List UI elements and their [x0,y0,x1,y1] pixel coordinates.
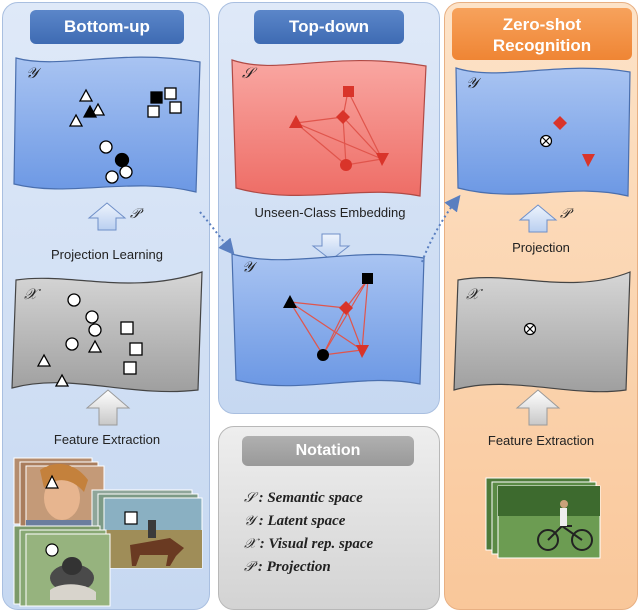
zero-shot-projection-arrow-icon [520,205,556,232]
bottom-up-feature-label: Feature Extraction [12,432,202,447]
zero-shot-visual-plane [454,272,630,392]
notation-symbol: 𝒫 [244,559,254,575]
notation-item-visual: 𝒳 : Visual rep. space [244,536,373,553]
notation-item-latent: 𝒴 : Latent space [244,513,345,530]
video-thumbnails-bottom-up [14,458,202,606]
bottom-up-feature-arrow-icon [87,390,129,425]
top-down-semantic-plane [232,60,426,196]
top-down-embedding-label: Unseen-Class Embedding [226,205,434,220]
zero-shot-projection-label: Projection [448,240,634,255]
notation-symbol: 𝒳 [244,536,256,552]
bottom-up-latent-symbol: 𝒴 [26,64,38,82]
notation-item-projection: 𝒫 : Projection [244,559,331,576]
bottom-up-latent-plane [14,57,200,192]
notation-item-semantic: 𝒮 : Semantic space [244,490,363,507]
zero-shot-latent-symbol: 𝒴 [466,74,478,92]
top-down-semantic-symbol: 𝒮 [242,64,254,82]
bottom-up-projection-arrow-icon [89,203,125,230]
top-down-latent-symbol: 𝒴 [242,258,254,276]
notation-symbol: 𝒮 [244,490,255,506]
bottom-up-visual-symbol: 𝒳 [24,285,37,303]
zero-shot-feature-arrow-icon [517,390,559,425]
notation-text: : Projection [258,559,331,575]
zero-shot-visual-marker [525,324,536,335]
notation-symbol: 𝒴 [244,513,255,529]
top-down-latent-plane [232,254,424,386]
zero-shot-visual-symbol: 𝒳 [466,285,479,303]
zero-shot-projection-symbol: 𝒫 [560,206,570,222]
notation-text: : Latent space [259,513,346,529]
notation-text: : Semantic space [259,490,363,506]
video-thumbnail-zero-shot [486,478,600,558]
bottom-up-visual-plane [12,272,202,392]
notation-text: : Visual rep. space [260,536,373,552]
bottom-up-projection-label: Projection Learning [12,247,202,262]
zero-shot-feature-label: Feature Extraction [448,433,634,448]
zero-shot-latent-plane [456,68,630,196]
bottom-up-projection-symbol: 𝒫 [130,206,140,222]
